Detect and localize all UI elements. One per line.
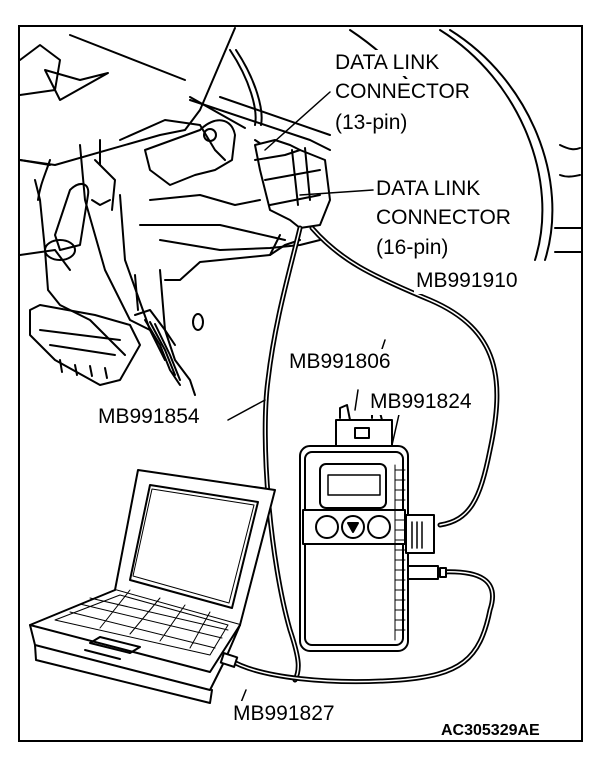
label-dlc13-line1: DATA LINK [333,50,442,76]
label-mb991824: MB991824 [368,389,474,415]
label-mb991854: MB991854 [96,404,202,430]
label-dlc16-line3: (16-pin) [374,235,451,261]
laptop-pc [29,469,276,704]
leader-mb991854 [227,399,266,421]
leader-dlc16 [299,189,374,196]
leader-mb991824 [391,409,401,446]
label-dlc16-line1: DATA LINK [374,176,483,202]
label-mb991910: MB991910 [414,268,520,294]
leader-mb991806-to-connector [354,389,359,411]
label-dlc13-line3: (13-pin) [333,110,410,136]
vci-device-mb991824 [299,404,447,652]
label-mb991806: MB991806 [287,349,393,375]
label-mb991827: MB991827 [231,701,337,727]
label-dlc13-line2: CONNECTOR [333,79,472,105]
leader-dlc13 [264,91,331,151]
figure-id-code: AC305329AE [441,722,540,739]
cables [227,225,500,685]
label-dlc16-line2: CONNECTOR [374,205,513,231]
data-link-connector-graphic [254,139,331,229]
vehicle-interior-sketch [19,27,583,396]
